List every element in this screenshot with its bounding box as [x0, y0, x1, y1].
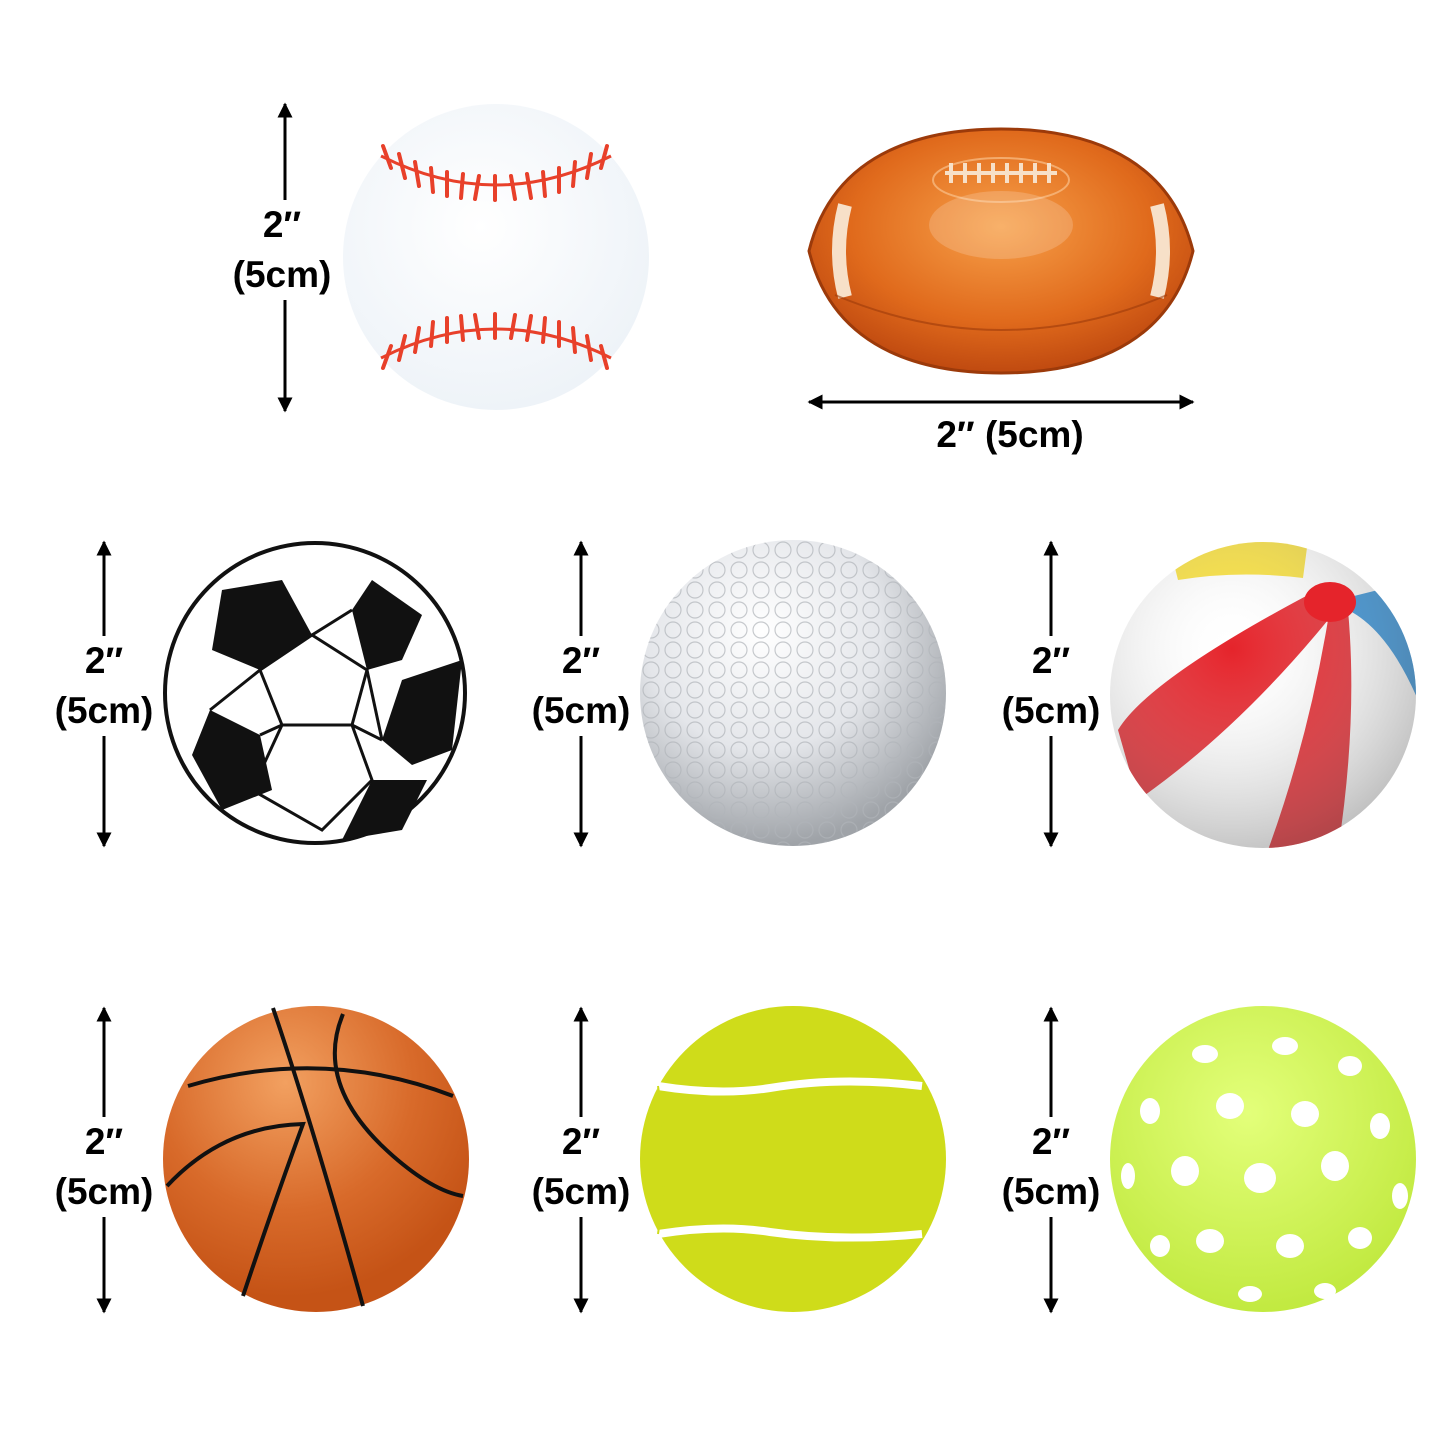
beachball-dimension-label: 2″ (5cm)	[991, 636, 1111, 736]
golf-ball-image	[640, 540, 946, 846]
tennis-dimension-label: 2″ (5cm)	[521, 1117, 641, 1217]
baseball-image	[343, 104, 649, 410]
golf-dimension-label: 2″ (5cm)	[521, 636, 641, 736]
basketball-dimension-label: 2″ (5cm)	[44, 1117, 164, 1217]
football-dimension-arrow	[807, 394, 1195, 410]
beach-ball-image	[1110, 542, 1416, 848]
pickleball-image	[1110, 1006, 1416, 1312]
baseball-dimension-label: 2″ (5cm)	[222, 200, 342, 300]
basketball-image	[163, 1006, 469, 1312]
tennis-ball-image	[640, 1006, 946, 1312]
soccer-dimension-label: 2″ (5cm)	[44, 636, 164, 736]
pickleball-dimension-label: 2″ (5cm)	[991, 1117, 1111, 1217]
soccer-ball-image	[163, 541, 467, 845]
football-image	[807, 127, 1195, 375]
football-dimension-label: 2″ (5cm)	[890, 410, 1130, 460]
